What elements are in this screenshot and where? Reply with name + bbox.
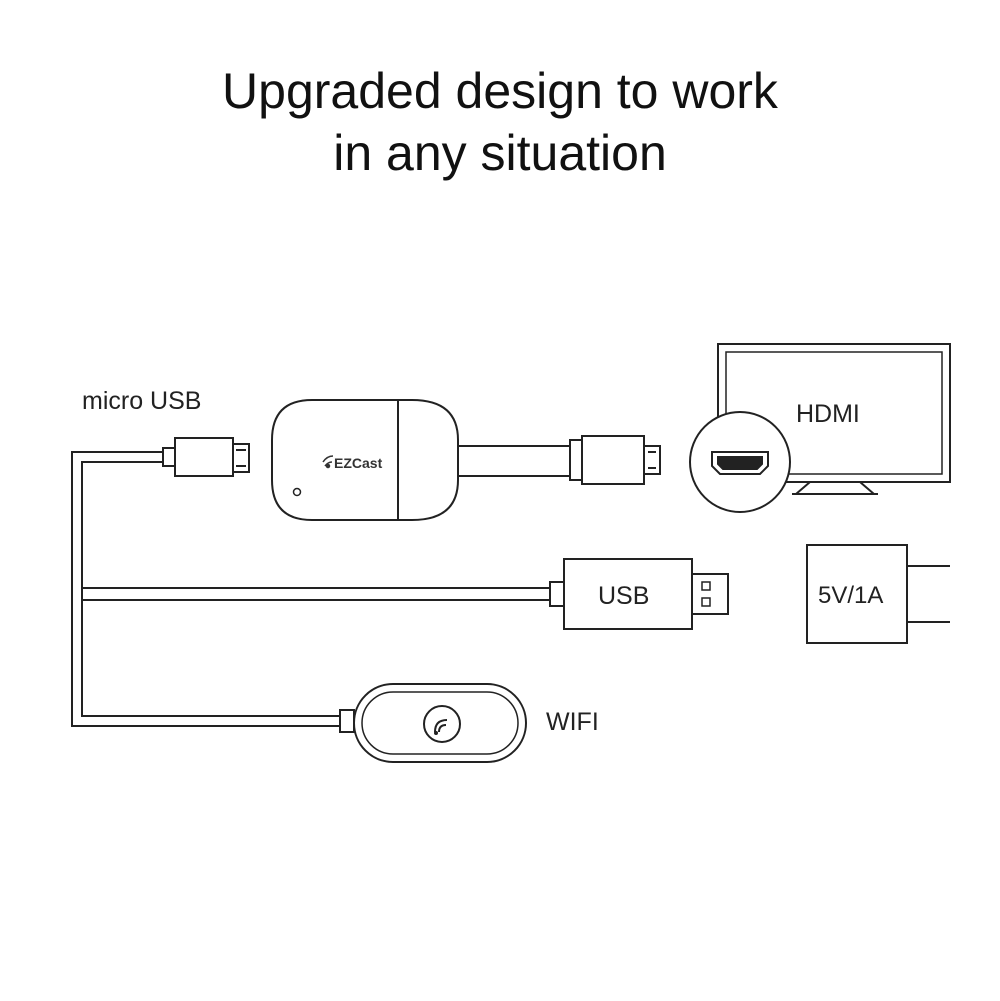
micro-usb-plug — [162, 437, 250, 477]
wifi-connector — [339, 709, 355, 733]
headline: Upgraded design to work in any situation — [0, 60, 1000, 184]
ezcast-brand-text: EZCast — [334, 455, 383, 471]
ezcast-logo-icon — [322, 455, 334, 469]
hdmi-port-icon — [711, 451, 769, 475]
headline-line-1: Upgraded design to work — [222, 63, 778, 119]
ezcast-dongle: EZCast — [271, 399, 459, 521]
dongle-cap — [397, 399, 459, 521]
power-label: 5V/1A — [818, 582, 883, 609]
hdmi-cable — [458, 445, 570, 477]
cable-harness — [71, 451, 550, 727]
headline-line-2: in any situation — [333, 125, 667, 181]
power-adapter — [806, 544, 950, 644]
hdmi-plug — [569, 435, 661, 485]
usb-plug — [549, 558, 729, 630]
usb-label: USB — [598, 582, 649, 610]
tv-stand — [792, 481, 878, 495]
wifi-antenna — [339, 683, 527, 763]
led-indicator-icon — [292, 487, 302, 497]
dongle-body — [271, 399, 399, 521]
micro-usb-label: micro USB — [82, 387, 201, 415]
wifi-signal-icon — [423, 705, 461, 743]
hdmi-label: HDMI — [796, 400, 860, 428]
hdmi-port-callout — [689, 411, 791, 513]
wifi-label: WIFI — [546, 708, 599, 736]
